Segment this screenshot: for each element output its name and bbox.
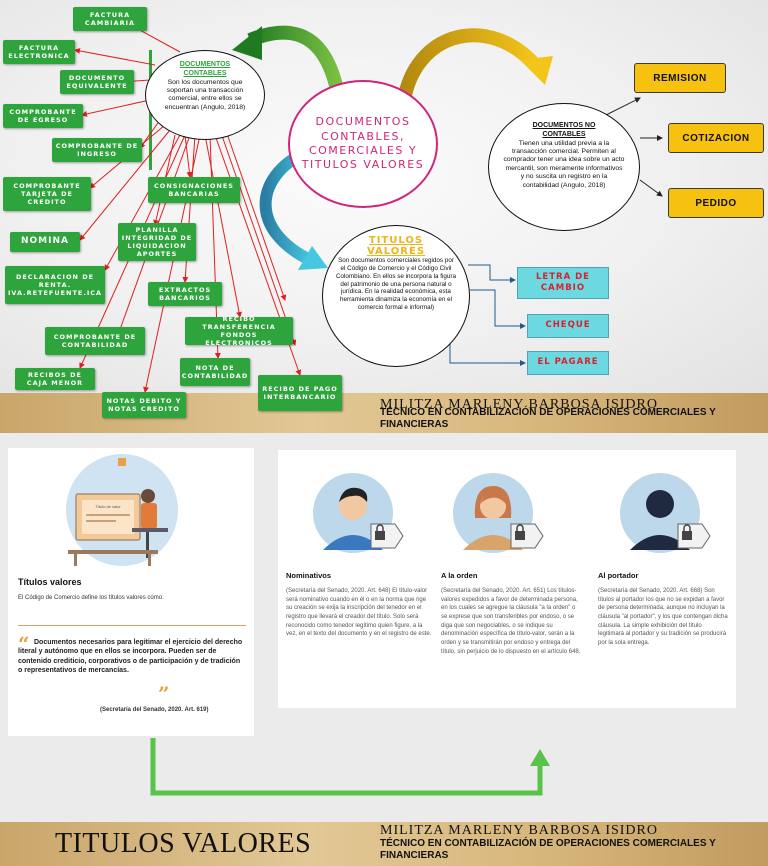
banner-top-role: TÉCNICO EN CONTABILIZACIÓN DE OPERACIONE… bbox=[380, 407, 716, 430]
doc-no-contables-node: DOCUMENTOS NO CONTABLES Tienen una utili… bbox=[488, 103, 640, 231]
factura-electronica-box: FACTURA ELECTRONICA bbox=[3, 40, 75, 64]
doc-contables-node: DOCUMENTOS CONTABLES Son los documentos … bbox=[145, 50, 265, 140]
a-la-orden-title: A la orden bbox=[441, 571, 478, 580]
titulos-valores-card: Título de valor Títulos valores El Códig… bbox=[8, 448, 254, 736]
doc-no-contables-title: DOCUMENTOS NO CONTABLES bbox=[532, 122, 596, 138]
pedido-box: PEDIDO bbox=[668, 188, 764, 218]
declaracion-renta-box: DECLARACION DE RENTA. IVA.RETEFUENTE.ICA bbox=[5, 266, 105, 304]
al-portador-avatar bbox=[620, 473, 711, 553]
documento-equivalente-box: DOCUMENTO EQUIVALENTE bbox=[60, 70, 134, 94]
card-heading: Títulos valores bbox=[18, 577, 82, 587]
types-card: Nominativos (Secretaría del Senado, 2020… bbox=[278, 450, 736, 708]
factura-cambiaria-box: FACTURA CAMBIARIA bbox=[73, 7, 147, 31]
letra-cambio-box: LETRA DE CAMBIO bbox=[517, 267, 609, 299]
a-la-orden-text: (Secretaría del Senado, 2020. Art. 651) … bbox=[441, 588, 581, 655]
footer-title: TITULOS VALORES bbox=[55, 828, 312, 859]
comprobante-contabilidad-box: COMPROBANTE DE CONTABILIDAD bbox=[45, 327, 145, 355]
a-la-orden-avatar bbox=[453, 473, 544, 553]
nomina-box: NOMINA bbox=[10, 232, 80, 252]
comprobante-ingreso-box: COMPROBANTE DE INGRESO bbox=[52, 138, 142, 162]
cheque-box: CHEQUE bbox=[527, 314, 609, 338]
el-pagare-box: EL PAGARE bbox=[527, 351, 609, 375]
doc-contables-title: DOCUMENTOS CONTABLES bbox=[179, 61, 231, 77]
card-citation: (Secretaría del Senado, 2020. Art. 619) bbox=[100, 707, 209, 713]
nominativos-title: Nominativos bbox=[286, 571, 332, 580]
consignaciones-bancarias-box: CONSIGNACIONES BANCARIAS bbox=[148, 177, 240, 203]
cotizacion-box: COTIZACION bbox=[668, 123, 764, 153]
document-illustration: Título de valor bbox=[66, 454, 178, 566]
nota-contabilidad-box: NOTA DE CONTABILIDAD bbox=[180, 358, 250, 386]
titulos-valores-text: Son documentos comerciales regidos por e… bbox=[335, 257, 457, 312]
nominativos-text: (Secretaría del Senado, 2020. Art. 648) … bbox=[286, 588, 432, 638]
doc-contables-text: Son los documentos que soportan una tran… bbox=[164, 78, 246, 111]
banner-footer: TITULOS VALORES MILITZA MARLENY BARBOSA … bbox=[0, 822, 768, 866]
footer-role: TÉCNICO EN CONTABILIZACIÓN DE OPERACIONE… bbox=[380, 838, 716, 861]
banner-top-author: MILITZA MARLENY BARBOSA ISIDRO bbox=[380, 397, 658, 412]
card-quote: Documentos necesarios para legitimar el … bbox=[18, 639, 243, 675]
illustration-label: Título de valor bbox=[95, 504, 121, 509]
recibos-caja-menor-box: RECIBOS DE CAJA MENOR bbox=[15, 368, 95, 390]
al-portador-text: (Secretaría del Senado, 2020. Art. 668) … bbox=[598, 588, 728, 647]
card-intro: El Código de Comercio define los títulos… bbox=[18, 595, 164, 601]
extractos-bancarios-box: EXTRACTOS BANCARIOS bbox=[148, 282, 222, 306]
central-topic-title: DOCUMENTOS CONTABLES, COMERCIALES Y TITU… bbox=[301, 115, 425, 172]
notas-debito-credito-box: NOTAS DEBITO Y NOTAS CREDITO bbox=[102, 392, 186, 418]
al-portador-title: Al portador bbox=[598, 571, 639, 580]
titulos-valores-title: TITULOS VALORES bbox=[366, 235, 426, 257]
quote-open-icon: “ bbox=[18, 632, 30, 656]
doc-no-contables-text: Tienen una utilidad previa a la transacc… bbox=[503, 139, 625, 189]
recibo-pago-interbancario-box: RECIBO DE PAGO INTERBANCARIO bbox=[258, 375, 342, 411]
central-topic: DOCUMENTOS CONTABLES, COMERCIALES Y TITU… bbox=[288, 80, 438, 208]
connecting-arrow bbox=[150, 738, 550, 796]
titulos-valores-node: TITULOS VALORES Son documentos comercial… bbox=[322, 225, 470, 367]
nominativos-avatar bbox=[313, 473, 404, 553]
planilla-box: PLANILLA INTEGRIDAD DE LIQUIDACION APORT… bbox=[118, 223, 196, 261]
quote-close-icon: ” bbox=[158, 682, 170, 706]
card-divider bbox=[18, 625, 246, 626]
footer-author: MILITZA MARLENY BARBOSA ISIDRO bbox=[380, 823, 658, 838]
comprobante-egreso-box: COMPROBANTE DE EGRESO bbox=[3, 104, 83, 128]
recibo-transferencia-box: RECIBO TRANSFERENCIA FONDOS ELECTRONICOS bbox=[185, 315, 293, 347]
concept-map: DOCUMENTOS CONTABLES, COMERCIALES Y TITU… bbox=[0, 0, 768, 418]
comprobante-tarjeta-credito-box: COMPROBANTE TARJETA DE CREDITO bbox=[3, 177, 91, 211]
remision-box: REMISION bbox=[634, 63, 726, 93]
